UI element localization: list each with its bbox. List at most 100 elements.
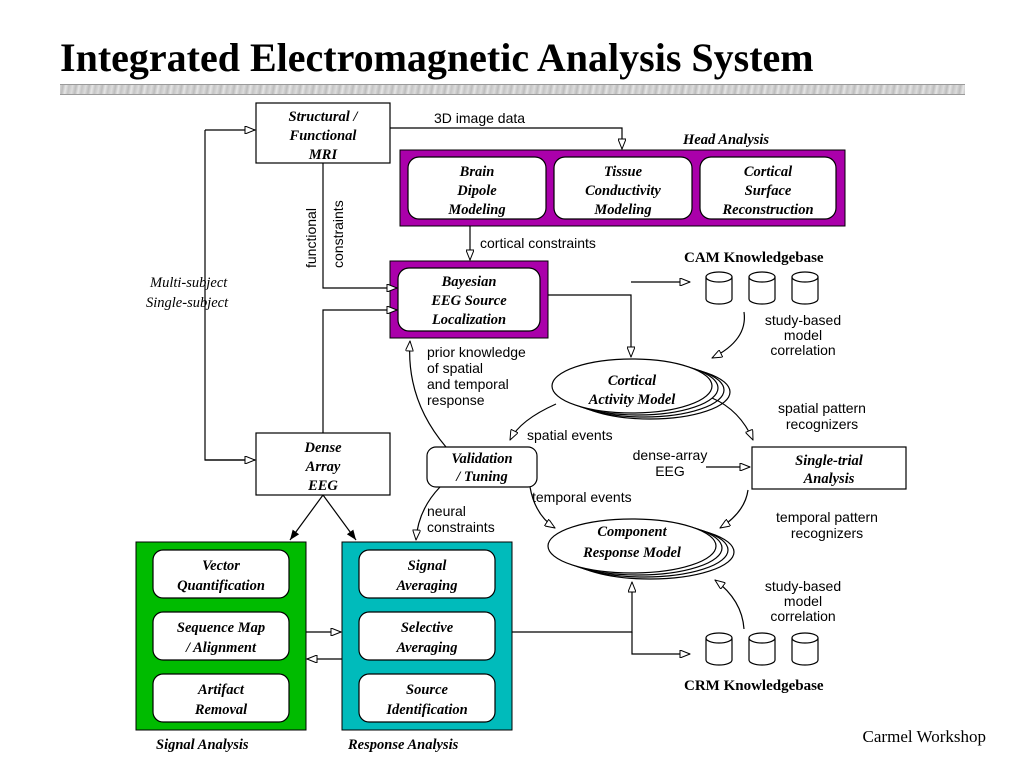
- sequence-label-2: / Alignment: [185, 640, 257, 656]
- mri-label-2: Functional: [289, 128, 357, 144]
- tissue-box: [553, 156, 693, 220]
- component-model-label-2: Response Model: [582, 545, 681, 561]
- bayesian-box: [397, 267, 541, 332]
- footer-label: Carmel Workshop: [862, 727, 986, 746]
- brain-dipole-box: [407, 156, 547, 220]
- signal-avg-label-2: Averaging: [396, 578, 458, 594]
- tissue-label-1: Tissue: [604, 164, 643, 180]
- tissue-label-2: Conductivity: [585, 183, 661, 199]
- neural-constraints-1: neural: [427, 503, 466, 519]
- component-response-model: [547, 518, 735, 580]
- mri-box: [255, 102, 391, 164]
- cortical-model-label-1: Cortical: [608, 373, 656, 389]
- crm-database-icon: [705, 632, 819, 666]
- selective-avg-label-1: Selective: [401, 620, 454, 636]
- cortical-surface-label-1: Cortical: [744, 164, 792, 180]
- source-id-box: [358, 673, 496, 723]
- cortical-surface-box: [699, 156, 837, 220]
- study-based-1a: study-based: [765, 312, 841, 328]
- constraints-label: constraints: [330, 200, 346, 268]
- validation-label-1: Validation: [451, 451, 512, 467]
- signal-analysis-title: Signal Analysis: [156, 737, 249, 753]
- validation-box: [426, 446, 538, 488]
- arrow-response-to-component: [512, 582, 632, 633]
- spatial-events-label: spatial events: [527, 427, 613, 443]
- brain-dipole-label-1: Brain: [459, 164, 495, 180]
- arrow-cam-to-model: [712, 311, 745, 358]
- cortical-constraints-label: cortical constraints: [480, 235, 596, 251]
- prior-knowledge-4: response: [427, 392, 485, 408]
- prior-knowledge-2: of spatial: [427, 360, 483, 376]
- study-based-1b: model: [784, 327, 822, 343]
- arrow-model-to-validation: [510, 403, 557, 440]
- arrow-mri-to-bayesian: [322, 163, 397, 288]
- brain-dipole-label-3: Modeling: [447, 202, 505, 218]
- crm-knowledgebase-label: CRM Knowledgebase: [684, 678, 824, 694]
- study-based-2c: correlation: [770, 608, 835, 624]
- head-analysis-title: Head Analysis: [682, 132, 769, 148]
- arrow-bayesian-to-model: [548, 294, 631, 357]
- arrow-to-crm: [631, 632, 690, 654]
- bayesian-label-1: Bayesian: [441, 274, 497, 290]
- mri-label-3: MRI: [308, 147, 339, 163]
- single-trial-label-2: Analysis: [803, 471, 855, 487]
- selective-avg-label-2: Averaging: [396, 640, 458, 656]
- arrow-validation-to-bayesian: [410, 341, 447, 448]
- signal-avg-box: [358, 549, 496, 599]
- study-based-2a: study-based: [765, 578, 841, 594]
- spatial-recognizers-1: spatial pattern: [778, 400, 866, 416]
- component-model-label-1: Component: [597, 524, 667, 540]
- title-rule: [60, 84, 965, 95]
- temporal-recognizers-2: recognizers: [791, 525, 863, 541]
- vector-label-1: Vector: [202, 558, 240, 574]
- neural-constraints-2: constraints: [427, 519, 495, 535]
- temporal-events-label: temporal events: [532, 489, 632, 505]
- single-trial-label-1: Single-trial: [795, 453, 863, 469]
- brain-dipole-label-2: Dipole: [456, 183, 497, 199]
- tissue-label-3: Modeling: [593, 202, 651, 218]
- vector-box: [152, 549, 290, 599]
- prior-knowledge-1: prior knowledge: [427, 344, 526, 360]
- single-subject-label: Single-subject: [146, 295, 229, 311]
- multi-subject-label: Multi-subject: [149, 275, 228, 291]
- study-based-1c: correlation: [770, 342, 835, 358]
- cam-database-icon: [705, 271, 819, 305]
- dense-eeg-label-3: EEG: [307, 478, 338, 494]
- sequence-label-1: Sequence Map: [177, 620, 265, 636]
- study-based-2b: model: [784, 593, 822, 609]
- dense-eeg-label-2: Array: [305, 459, 341, 475]
- temporal-recognizers-1: temporal pattern: [776, 509, 878, 525]
- bayesian-label-2: EEG Source: [430, 293, 507, 309]
- response-analysis-title: Response Analysis: [347, 737, 459, 753]
- arrow-validation-to-component: [529, 486, 555, 528]
- spatial-recognizers-2: recognizers: [786, 416, 858, 432]
- validation-label-2: / Tuning: [455, 469, 507, 485]
- artifact-label-1: Artifact: [197, 682, 245, 698]
- arrow-model-to-spatial: [711, 397, 754, 440]
- dense-eeg-box: [255, 432, 391, 496]
- dense-eeg-label-1: Dense: [303, 440, 342, 456]
- sequence-box: [152, 611, 290, 661]
- single-trial-box: [751, 446, 907, 490]
- arrow-eeg-to-signal: [289, 494, 324, 541]
- source-id-label-2: Identification: [385, 702, 467, 718]
- functional-label: functional: [303, 208, 319, 268]
- arrow-validation-to-response: [416, 486, 441, 540]
- slide-title: Integrated Electromagnetic Analysis Syst…: [60, 35, 814, 80]
- cortical-surface-label-2: Surface: [745, 183, 792, 199]
- vector-label-2: Quantification: [177, 578, 265, 594]
- cortical-model-label-2: Activity Model: [588, 392, 676, 408]
- arrow-temporal-to-component: [720, 489, 749, 528]
- signal-avg-label-1: Signal: [408, 558, 447, 574]
- dense-array-eeg-1: dense-array: [633, 447, 708, 463]
- prior-knowledge-3: and temporal: [427, 376, 509, 392]
- dense-array-eeg-2: EEG: [655, 463, 685, 479]
- artifact-box: [152, 673, 290, 723]
- source-id-label-1: Source: [406, 682, 448, 698]
- arrow-crm-to-component: [715, 580, 745, 630]
- mri-label-1: Structural /: [289, 109, 360, 125]
- arrow-eeg-to-bayesian: [322, 310, 397, 433]
- arrow-mri-to-head: [390, 127, 622, 149]
- bayesian-label-3: Localization: [431, 312, 506, 328]
